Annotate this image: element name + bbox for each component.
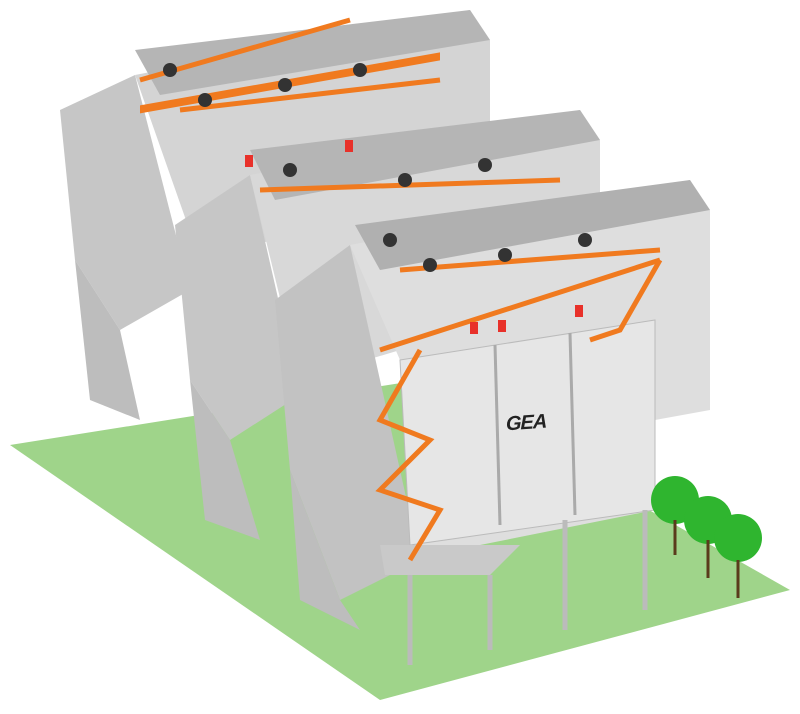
fans — [163, 63, 592, 272]
trees — [651, 476, 762, 598]
gea-logo: GEA — [506, 410, 547, 436]
red-panels — [245, 140, 583, 334]
